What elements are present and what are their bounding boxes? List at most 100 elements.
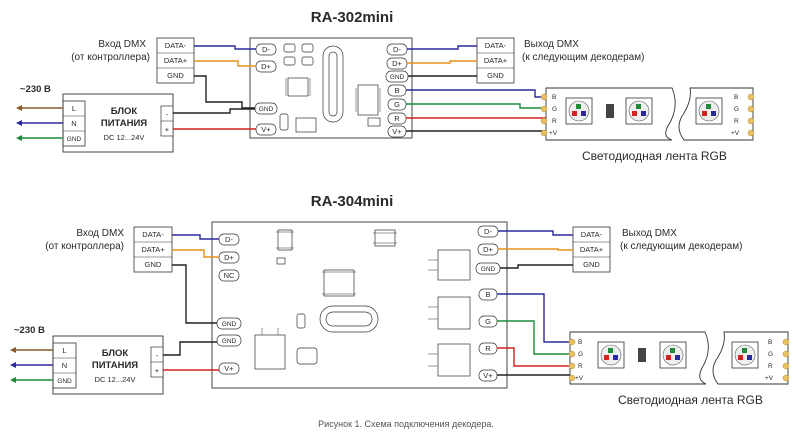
decoder-pin-v-plus: V+ <box>224 364 234 373</box>
rgb-led-icon <box>565 97 593 125</box>
decoder-components <box>279 43 381 133</box>
strip-pin-v-plus: +V <box>575 375 584 382</box>
psu-title: БЛОК <box>102 348 129 359</box>
decoder-pin-gnd: GND <box>222 321 237 328</box>
strip-pin-v-plus: +V <box>549 130 558 137</box>
decoder-out-pin-d-minus: D- <box>484 227 492 236</box>
strip-pin-g: G <box>578 351 583 358</box>
mains-pin-l: L <box>62 346 66 355</box>
decoder-pin-v-plus: V+ <box>261 125 271 134</box>
dmx-out-pin-data-plus: DATA+ <box>580 245 604 254</box>
diagram-title: RA-302mini <box>311 9 394 26</box>
dmx-in-terminal: DATA- DATA+ GND <box>133 226 173 273</box>
psu-subtitle: ПИТАНИЯ <box>101 118 147 129</box>
decoder-out-pin-d-plus: D+ <box>392 59 402 68</box>
mains-label: ~230 В <box>20 84 51 95</box>
dmx-out-pin-data-minus: DATA- <box>581 230 603 239</box>
strip-end-pin-b: B <box>734 94 738 101</box>
dmx-in-pin-data-plus: DATA+ <box>164 56 188 65</box>
rgb-led-icon <box>597 341 625 369</box>
strip-end-pin-r: R <box>768 363 773 370</box>
dmx-out-pin-data-minus: DATA- <box>485 41 507 50</box>
decoder-out-pin-v-plus: V+ <box>483 371 493 380</box>
decoder-out-pin-r: R <box>394 114 400 123</box>
psu-pin-plus: + <box>155 366 160 375</box>
mains-arrow-icons <box>10 105 22 383</box>
rgb-led-icon <box>695 97 723 125</box>
decoder-pin-gnd-2: GND <box>222 338 237 345</box>
rgb-led-icon <box>659 341 687 369</box>
psu-pin-minus: - <box>156 351 159 360</box>
wires <box>22 45 546 139</box>
mains-pin-l: L <box>72 104 76 113</box>
dmx-in-label: Вход DMX <box>76 228 124 239</box>
psu-pin-plus: + <box>165 125 170 134</box>
dmx-out-terminal: DATA- DATA+ GND <box>572 226 611 273</box>
led-strip: B G R +V B G R +V <box>540 87 755 141</box>
dmx-out-sublabel: (к следующим декодерам) <box>522 52 644 63</box>
diagram-ra-304mini: RA-304mini Вход DMX (от контроллера) DAT… <box>14 193 790 407</box>
strip-end-pin-r: R <box>734 118 739 125</box>
strip-pin-r: R <box>552 118 557 125</box>
strip-end-pin-g: G <box>768 351 773 358</box>
diagram-ra-302mini: RA-302mini Вход DMX (от контроллера) DAT… <box>20 9 755 163</box>
dmx-in-terminal: DATA- DATA+ GND <box>156 37 195 84</box>
dmx-in-pin-gnd: GND <box>167 71 184 80</box>
strip-end-pin-g: G <box>734 106 739 113</box>
psu-subtitle: ПИТАНИЯ <box>92 360 138 371</box>
decoder-board: D- D+ NC GND GND V+ D- D+ GND B G R V+ <box>211 221 508 389</box>
psu-voltage: DC 12...24V <box>95 375 136 384</box>
strip-end-pin-b: B <box>768 339 772 346</box>
dmx-out-label: Выход DMX <box>622 228 677 239</box>
decoder-out-pin-v-plus: V+ <box>392 127 402 136</box>
decoder-out-pin-r: R <box>485 344 491 353</box>
dmx-in-pin-gnd: GND <box>145 260 162 269</box>
resistor-icon <box>606 104 614 118</box>
strip-pin-b: B <box>578 339 582 346</box>
strip-pin-g: G <box>552 106 557 113</box>
mains-label: ~230 В <box>14 325 45 336</box>
dmx-out-pin-data-plus: DATA+ <box>484 56 508 65</box>
mains-pin-n: N <box>62 361 67 370</box>
figure-caption: Рисунок 1. Схема подключения декодера. <box>318 419 494 429</box>
wires <box>16 230 574 381</box>
dmx-in-pin-data-minus: DATA- <box>165 41 187 50</box>
psu-title: БЛОК <box>111 106 138 117</box>
dmx-in-sublabel: (от контроллера) <box>71 52 150 63</box>
rgb-led-icon <box>731 341 759 369</box>
decoder-out-pin-gnd: GND <box>390 74 405 81</box>
dmx-out-pin-gnd: GND <box>583 260 600 269</box>
strip-end-pin-v-plus: +V <box>731 130 740 137</box>
dmx-in-pin-data-plus: DATA+ <box>141 245 165 254</box>
decoder-out-pin-g: G <box>394 100 400 109</box>
decoder-pin-nc: NC <box>224 271 235 280</box>
decoder-out-pin-b: B <box>485 290 490 299</box>
decoder-out-pin-gnd: GND <box>481 266 496 273</box>
decoder-pin-d-plus: D+ <box>261 62 271 71</box>
resistor-icon <box>638 348 646 362</box>
decoder-pin-gnd: GND <box>259 106 274 113</box>
diagram-title: RA-304mini <box>311 193 394 210</box>
mains-pin-n: N <box>71 119 76 128</box>
dmx-in-label: Вход DMX <box>98 39 146 50</box>
mains-terminal: L N GND <box>62 100 86 147</box>
strip-caption: Светодиодная лента RGB <box>618 393 763 407</box>
decoder-components <box>254 229 471 377</box>
mains-pin-gnd: GND <box>67 136 82 143</box>
decoder-board: D- D+ GND V+ D- D+ GND B G R V+ <box>249 37 413 139</box>
strip-caption: Светодиодная лента RGB <box>582 149 727 163</box>
decoder-out-pin-d-plus: D+ <box>483 245 493 254</box>
rgb-led-icon <box>625 97 653 125</box>
decoder-out-pin-g: G <box>485 317 491 326</box>
dmx-out-pin-gnd: GND <box>487 71 504 80</box>
strip-pin-b: B <box>552 94 556 101</box>
decoder-pin-d-plus: D+ <box>224 253 234 262</box>
decoder-out-pin-d-minus: D- <box>393 45 401 54</box>
mains-pin-gnd: GND <box>57 378 72 385</box>
mains-terminal: L N GND <box>52 342 77 389</box>
dmx-in-pin-data-minus: DATA- <box>142 230 164 239</box>
dmx-out-sublabel: (к следующим декодерам) <box>620 241 742 252</box>
decoder-out-pin-b: B <box>394 86 399 95</box>
dmx-out-label: Выход DMX <box>524 39 579 50</box>
